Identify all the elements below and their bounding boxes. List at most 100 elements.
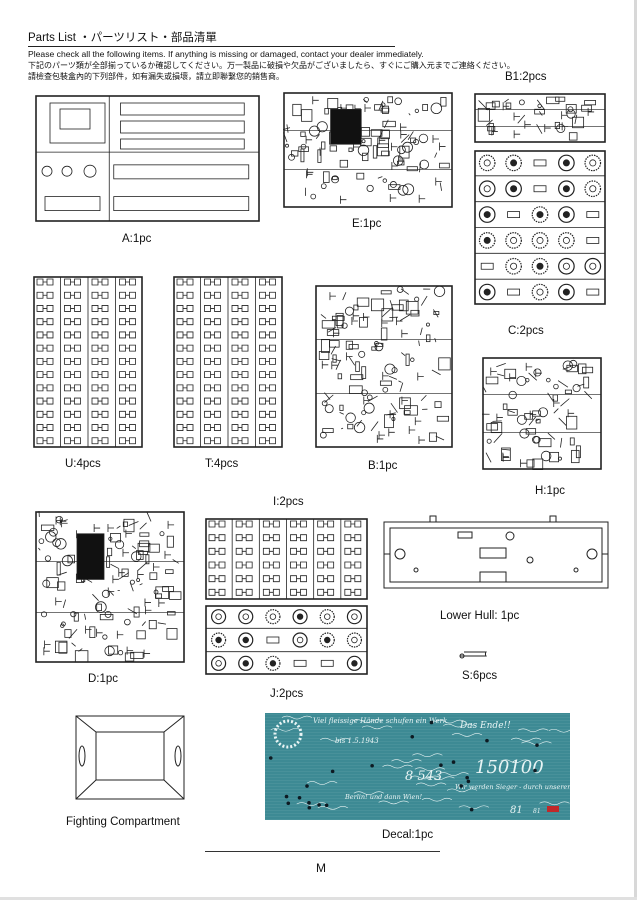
sprue-a-label: A:1pc	[122, 233, 152, 245]
decal-script-line	[438, 772, 469, 776]
decal-dot	[307, 805, 312, 810]
decal-script-line	[424, 776, 455, 780]
sprue-d-label: D:1pc	[88, 673, 119, 685]
decal-text: Berlin! und dann Wien!	[345, 793, 423, 801]
decal-script-line	[500, 759, 531, 764]
sprue-h	[482, 357, 602, 470]
decal-script-line	[421, 797, 453, 802]
decal-script-line	[446, 788, 478, 793]
decal-script-line	[414, 767, 446, 772]
decal-text: Viel fleissige Hände schufen ein Werk	[313, 717, 448, 725]
note-zh: 請檢查包裝盒內的下列部件，如有漏失或損壞，請立即聯繫您的銷售商。	[28, 72, 284, 81]
decal-script-line	[517, 728, 549, 733]
decal-scribbles	[268, 715, 570, 812]
decal-dot	[533, 768, 537, 773]
decal-text: bis 1.5.1943	[335, 737, 379, 745]
sprue-h-label: H:1pc	[535, 485, 566, 497]
decal-script-line	[378, 800, 409, 805]
decal-dot	[459, 784, 463, 788]
red-emblem	[547, 806, 559, 812]
lower-hull-label: Lower Hull: 1pc	[440, 610, 520, 622]
sprue-j	[205, 605, 368, 675]
decal-script-line	[412, 753, 443, 758]
sprue-b1-label: B1:2pcs	[505, 71, 547, 83]
fighting-compartment-drawing	[74, 714, 186, 801]
decal-script-line	[296, 802, 327, 806]
decal-dot	[429, 720, 434, 725]
decal-dot	[268, 756, 273, 760]
decal-script-line	[320, 737, 351, 742]
decal-script-line	[281, 715, 313, 720]
decal-dot	[439, 763, 443, 767]
scan-edge	[0, 897, 637, 900]
decal-script-line	[409, 775, 441, 780]
decal-script-line	[307, 781, 338, 785]
decal-dot	[469, 807, 474, 812]
decal-dot	[466, 779, 471, 784]
decal-text: Das Ende!!	[460, 721, 511, 731]
decal-script-line	[382, 764, 413, 769]
decal-dot	[324, 803, 329, 808]
decal-script-line	[548, 728, 570, 733]
sprue-i	[205, 518, 368, 600]
decal-text: 8 543	[405, 769, 443, 784]
decal-dot	[485, 738, 489, 743]
decal-script-line	[317, 806, 348, 810]
sprue-t-label: T:4pcs	[205, 458, 239, 470]
sprue-e-label: E:1pc	[352, 218, 382, 230]
sprue-b-label: B:1pc	[368, 460, 398, 472]
decal-dot	[535, 743, 539, 747]
decal-label: Decal:1pc	[382, 829, 434, 841]
page-title: Parts List ・パーツリスト・部品清單	[28, 32, 217, 44]
sprue-b	[315, 285, 453, 448]
decal-dot	[451, 760, 456, 764]
decal-dot	[307, 801, 311, 805]
decal-text: 81	[510, 805, 523, 816]
decal-text: 81	[533, 808, 541, 815]
decal-dot	[286, 801, 291, 806]
decal-dot	[465, 775, 469, 780]
sprue-j-label: J:2pcs	[270, 688, 304, 700]
decal-text: 150100	[475, 757, 544, 778]
decal-script-line	[361, 725, 393, 730]
s-pin-label: S:6pcs	[462, 670, 498, 682]
note-en: Please check all the following items. If…	[28, 49, 424, 59]
sprue-e	[283, 92, 453, 208]
decal-script-line	[391, 759, 422, 763]
decal-dot	[370, 763, 374, 768]
decal-dot	[330, 769, 335, 774]
wreath-emblem	[273, 719, 303, 749]
decal-script-line	[434, 719, 465, 724]
decal-dot	[284, 794, 289, 799]
decal-script-line	[415, 782, 447, 787]
footer-divider	[205, 851, 440, 852]
sprue-u-label: U:4pcs	[65, 458, 101, 470]
sprue-i-label: I:2pcs	[273, 496, 304, 508]
fighting-compartment-label: Fighting Compartment	[66, 816, 180, 828]
decal-script-line	[510, 737, 542, 742]
note-ja: 下記のパーツ類が全部揃っているか確認してください。万一製品に破損や欠品がございま…	[28, 61, 515, 70]
page-letter: M	[316, 861, 326, 875]
decal-dot	[297, 795, 302, 800]
decal-script-line	[539, 801, 570, 806]
decal-script-line	[443, 723, 474, 728]
title-divider	[28, 46, 395, 47]
scan-edge	[634, 0, 637, 900]
sprue-a	[35, 95, 260, 222]
s-pin-drawing	[458, 650, 494, 662]
sprue-c-label: C:2pcs	[508, 325, 544, 337]
decal-script-line	[458, 805, 490, 810]
sprue-c	[474, 150, 606, 305]
decal-dot	[410, 735, 415, 739]
sprue-d	[35, 511, 185, 663]
sprue-u	[33, 276, 143, 448]
decal-sheet: Viel fleissige Hände schufen ein Werk bi…	[265, 713, 570, 820]
decal-script-line	[451, 733, 483, 737]
decal-dot	[317, 803, 321, 807]
decal-dot	[305, 784, 309, 788]
decal-script-line	[270, 727, 301, 732]
decal-script-line	[353, 791, 384, 796]
lower-hull-drawing	[380, 514, 612, 594]
sprue-t	[173, 276, 283, 448]
decal-script-line	[352, 719, 383, 723]
